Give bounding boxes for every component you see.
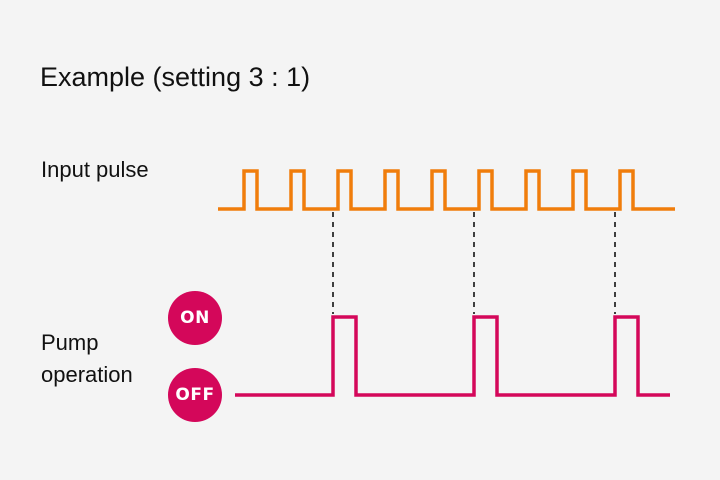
pump-label-line-1: Pump <box>41 330 99 355</box>
input-pulse-label: Input pulse <box>41 157 149 182</box>
off-badge: OFF <box>168 368 222 422</box>
pump-label-line-2: operation <box>41 362 133 387</box>
input-pulse-waveform <box>218 169 675 211</box>
pump-operation-waveform <box>235 315 670 397</box>
pump-operation-label: Pump operation <box>41 327 133 391</box>
diagram-title: Example (setting 3 : 1) <box>40 62 311 92</box>
on-badge: ON <box>168 291 222 345</box>
dashed-guide-lines <box>332 212 616 314</box>
